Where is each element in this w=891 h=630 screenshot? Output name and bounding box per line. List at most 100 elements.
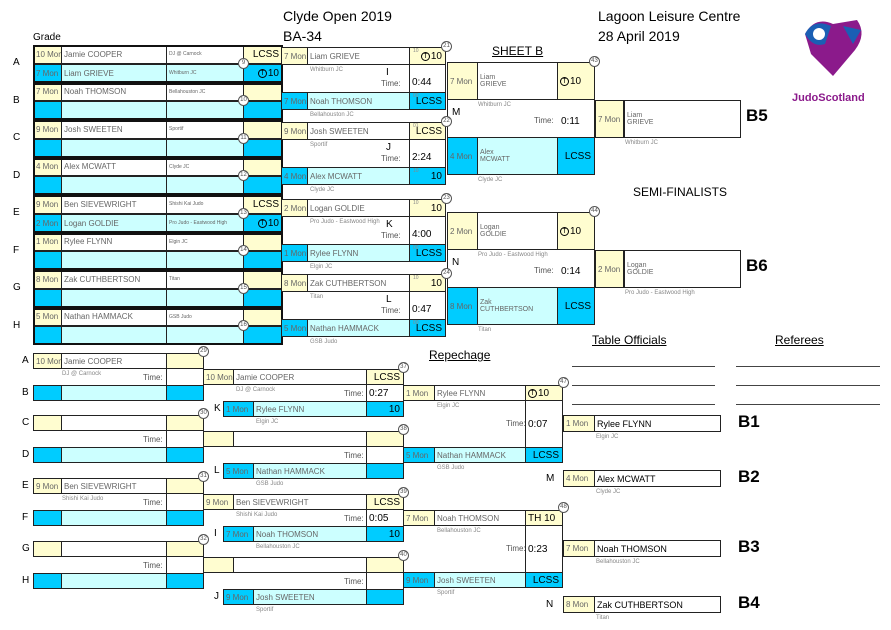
- time-cell[interactable]: 0:47: [409, 291, 446, 320]
- score-cell[interactable]: LCSS: [525, 447, 563, 463]
- competitor-name[interactable]: [61, 447, 167, 463]
- time-cell[interactable]: 0:07: [525, 400, 563, 448]
- score-cell[interactable]: LCSS: [557, 137, 595, 175]
- competitor-name[interactable]: Alex MCWATT: [307, 167, 410, 185]
- bout-number: 15: [238, 282, 249, 294]
- grade-cell: 2 Mon: [281, 199, 308, 217]
- time-cell[interactable]: 0:27: [366, 384, 404, 402]
- competitor-name[interactable]: Liam GRIEVE: [307, 47, 410, 65]
- score-cell[interactable]: LCSS: [557, 287, 595, 325]
- competitor-name[interactable]: Logan GOLDIE: [307, 199, 410, 217]
- t-icon: T: [257, 218, 267, 228]
- competitor-name[interactable]: Josh SWEETEN: [253, 589, 367, 605]
- place-label: B6: [746, 256, 768, 275]
- score-cell[interactable]: [366, 557, 404, 573]
- competitor-name[interactable]: [61, 385, 167, 401]
- time-value[interactable]: 0:14: [561, 266, 581, 277]
- competitor-name[interactable]: Nathan HAMMACK: [434, 447, 526, 463]
- time-value[interactable]: 0:11: [561, 116, 580, 127]
- bronze-name[interactable]: Rylee FLYNN: [594, 415, 721, 432]
- event-date: 28 April 2019: [598, 28, 680, 44]
- score-cell[interactable]: LCSS: [366, 494, 404, 510]
- score-cell[interactable]: LCSS: [409, 92, 446, 110]
- competitor-name[interactable]: Jamie COOPER: [61, 353, 167, 369]
- score-cell[interactable]: [366, 431, 404, 447]
- bout-number: 40: [398, 550, 409, 561]
- competitor-name[interactable]: Josh SWEETEN: [434, 572, 526, 588]
- time-cell[interactable]: [366, 572, 404, 590]
- time-cell[interactable]: 2:24: [409, 139, 446, 168]
- score-cell[interactable]: LCSS: [366, 369, 404, 385]
- bronze-name[interactable]: Zak CUTHBERTSON: [594, 596, 721, 613]
- competitor-name[interactable]: Rylee FLYNN: [253, 401, 367, 417]
- score-cell[interactable]: [166, 510, 204, 526]
- time-cell[interactable]: [366, 446, 404, 464]
- competitor-name[interactable]: [61, 415, 167, 431]
- time-cell[interactable]: 0:05: [366, 509, 404, 527]
- bronze-name[interactable]: Noah THOMSON: [594, 540, 721, 557]
- referee-signature-line[interactable]: [736, 385, 880, 386]
- grade-cell: 7 Mon: [281, 47, 308, 65]
- score-cell[interactable]: [166, 415, 204, 431]
- time-cell[interactable]: 4:00: [409, 216, 446, 245]
- grade-cell: 5 Mon: [223, 463, 254, 479]
- competitor-name[interactable]: Noah THOMSON: [307, 92, 410, 110]
- score-cell[interactable]: [366, 463, 404, 479]
- bronze-name[interactable]: Alex MCWATT: [594, 470, 721, 487]
- score-cell[interactable]: 10: [366, 401, 404, 417]
- competitor-name[interactable]: Zak CUTHBERTSON: [307, 274, 410, 292]
- official-signature-line[interactable]: [572, 366, 715, 367]
- time-cell[interactable]: [166, 493, 204, 511]
- referee-signature-line[interactable]: [736, 404, 880, 405]
- time-cell[interactable]: [166, 430, 204, 448]
- competitor-name[interactable]: [61, 541, 167, 557]
- grade-cell: [203, 431, 234, 447]
- competitor-name[interactable]: Rylee FLYNN: [434, 385, 526, 401]
- referee-signature-line[interactable]: [736, 366, 880, 367]
- score-value: LCSS: [415, 95, 442, 107]
- competitor-name[interactable]: [233, 557, 367, 573]
- competitor-name[interactable]: [61, 510, 167, 526]
- score-cell[interactable]: LCSS: [525, 572, 563, 588]
- score-cell[interactable]: 10: [366, 526, 404, 542]
- time-cell[interactable]: 0:23: [525, 525, 563, 573]
- competitor-name[interactable]: Ben SIEVEWRIGHT: [61, 478, 167, 494]
- competitor-name[interactable]: [233, 431, 367, 447]
- competitor-name[interactable]: Noah THOMSON: [253, 526, 367, 542]
- score-cell[interactable]: TH 10: [525, 510, 563, 526]
- official-signature-line[interactable]: [572, 404, 715, 405]
- time-cell[interactable]: 0:44: [409, 64, 446, 93]
- competitor-name[interactable]: Rylee FLYNN: [307, 244, 410, 262]
- competitor-name[interactable]: Ben SIEVEWRIGHT: [233, 494, 367, 510]
- time-cell[interactable]: [166, 556, 204, 574]
- score-cell[interactable]: [166, 573, 204, 589]
- score-cell[interactable]: 10: [409, 199, 446, 217]
- score-cell[interactable]: [166, 541, 204, 557]
- score-cell[interactable]: [166, 385, 204, 401]
- competitor-name[interactable]: Noah THOMSON: [434, 510, 526, 526]
- score-cell[interactable]: LCSS: [409, 319, 446, 337]
- score-cell[interactable]: [166, 353, 204, 369]
- score-cell[interactable]: LCSS: [409, 244, 446, 262]
- competitor-name[interactable]: Josh SWEETEN: [307, 122, 410, 140]
- time-cell[interactable]: [166, 368, 204, 386]
- competitor-name[interactable]: Nathan HAMMACK: [253, 463, 367, 479]
- competitor-name[interactable]: Nathan HAMMACK: [307, 319, 410, 337]
- competitor-name[interactable]: Jamie COOPER: [233, 369, 367, 385]
- competitor-name[interactable]: [61, 573, 167, 589]
- sheet-label: SHEET B: [492, 44, 544, 58]
- official-signature-line[interactable]: [572, 385, 715, 386]
- score-cell[interactable]: 10: [409, 167, 446, 185]
- score-cell[interactable]: [366, 589, 404, 605]
- score-cell[interactable]: [166, 478, 204, 494]
- score-cell[interactable]: [166, 447, 204, 463]
